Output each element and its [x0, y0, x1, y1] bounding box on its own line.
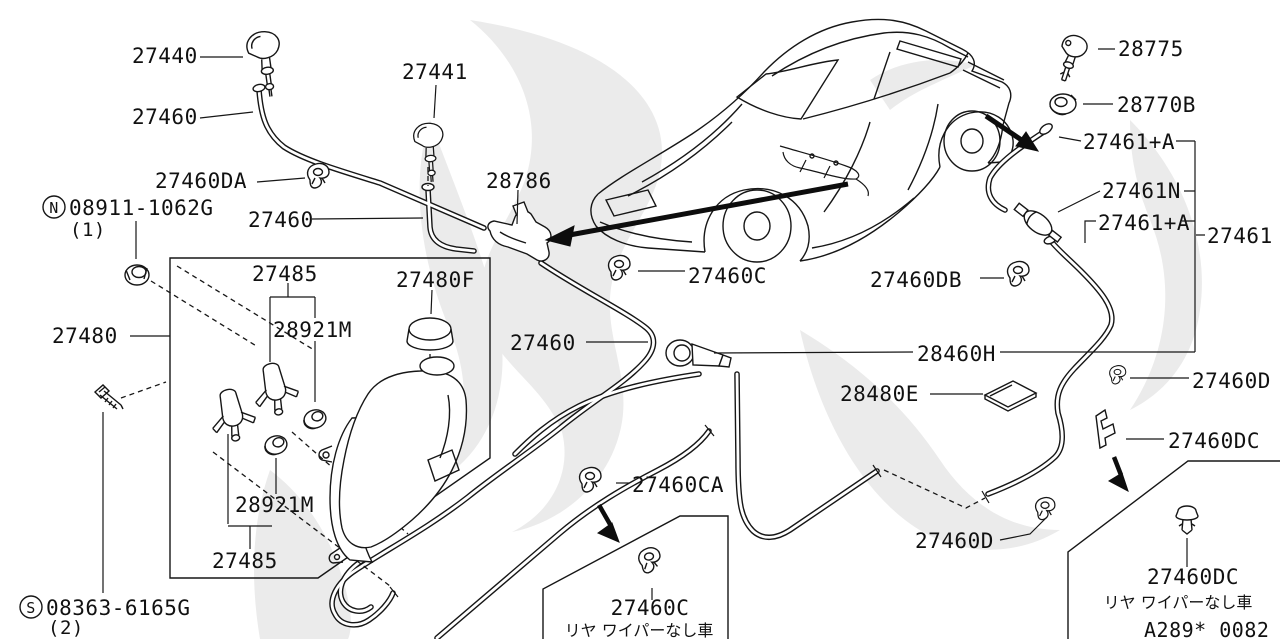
part-drawings	[93, 29, 1199, 575]
headlight	[604, 189, 658, 217]
tank-cap-27480f	[406, 317, 454, 351]
label-screw-qty: (2)	[48, 617, 84, 639]
label-28460h: 28460H	[917, 342, 996, 366]
label-27480f: 27480F	[396, 268, 475, 292]
pump-grommet-upper	[300, 406, 329, 432]
inset-front-part-label: 27460C	[611, 596, 690, 620]
flange-nut	[124, 264, 150, 286]
label-27460da: 27460DA	[155, 169, 247, 193]
label-screw-prefix: S	[26, 599, 36, 617]
label-28770b: 28770B	[1117, 93, 1196, 117]
label-27461n: 27461N	[1102, 179, 1181, 203]
washer-pump-lower	[204, 384, 261, 446]
label-08911-1062g: 08911-1062G	[69, 196, 214, 220]
label-27485-bottom: 27485	[212, 549, 278, 573]
label-27460-right: 27460	[248, 208, 314, 232]
label-08363-6165g: 08363-6165G	[46, 596, 191, 620]
check-valve-27461n	[1013, 202, 1063, 243]
label-27461a-lower: 27461+A	[1098, 211, 1190, 235]
bracket-clip-27460dc	[1095, 409, 1116, 449]
label-28921m-bottom: 28921M	[235, 493, 314, 517]
hose-clip-27460ca	[578, 466, 602, 493]
label-28786: 28786	[486, 169, 552, 193]
front-wheel	[722, 189, 792, 263]
rear-grommet-28770b	[1049, 93, 1077, 116]
label-27460d-upper: 27460D	[1192, 369, 1271, 393]
inset-front-clip-part	[636, 545, 663, 575]
label-27480: 27480	[52, 324, 118, 348]
car-illustration	[590, 18, 1014, 263]
label-27460ca: 27460CA	[632, 473, 724, 497]
label-27460-left: 27460	[132, 105, 198, 129]
label-28480e: 28480E	[840, 382, 919, 406]
hose-clip-27460d-lower	[1034, 496, 1056, 521]
label-28921m-top: 28921M	[273, 318, 352, 342]
mounting-screw	[93, 384, 124, 410]
label-nut-prefix: N	[49, 199, 59, 217]
inset-box-rear-clip	[1067, 460, 1280, 639]
pointer-arrows	[544, 113, 1129, 543]
label-leader-lines	[102, 48, 1205, 600]
label-27461a-upper: 27461+A	[1083, 130, 1175, 154]
rear-nozzle-28775	[1059, 34, 1088, 82]
inset-rear-note: リヤ ワイパーなし車	[1104, 593, 1253, 612]
label-27460db: 27460DB	[870, 268, 962, 292]
label-27460dc: 27460DC	[1168, 429, 1260, 453]
washer-pump-upper	[247, 358, 304, 420]
label-27460-main: 27460	[510, 331, 576, 355]
inset-front-note: リヤ ワイパーなし車	[565, 621, 714, 639]
rear-wheel	[943, 110, 1001, 172]
inset-box-front-clip	[542, 515, 729, 639]
label-27440: 27440	[132, 44, 198, 68]
pump-grommet-lower	[261, 432, 290, 458]
washer-tank	[318, 356, 468, 564]
label-27461: 27461	[1207, 224, 1273, 248]
label-27485-top: 27485	[252, 262, 318, 286]
hood-washer-tubing	[779, 145, 860, 180]
hose-clip-27460db	[1006, 260, 1030, 287]
hose-clip-27460da	[306, 162, 330, 189]
label-27460c: 27460C	[688, 264, 767, 288]
label-28775: 28775	[1118, 37, 1184, 61]
protector-pad-28480e	[983, 380, 1038, 412]
joint-28460h	[665, 339, 732, 368]
hose-clip-27460d-upper	[1109, 365, 1127, 385]
front-nozzle-left	[244, 29, 288, 100]
part-labels: 27440 27441 27460 27460DA N 08911-1062G …	[19, 37, 1273, 639]
hose-clip-27460c	[607, 254, 631, 281]
hose-runs	[252, 83, 1115, 639]
label-27441: 27441	[402, 60, 468, 84]
sheet-code: A289* 0082	[1144, 618, 1269, 639]
label-27460d-lower: 27460D	[915, 529, 994, 553]
inset-rear-pin-part	[1175, 505, 1199, 535]
windshield	[735, 59, 840, 120]
label-nut-qty: (1)	[70, 219, 106, 241]
inset-rear-part-label: 27460DC	[1147, 565, 1239, 589]
